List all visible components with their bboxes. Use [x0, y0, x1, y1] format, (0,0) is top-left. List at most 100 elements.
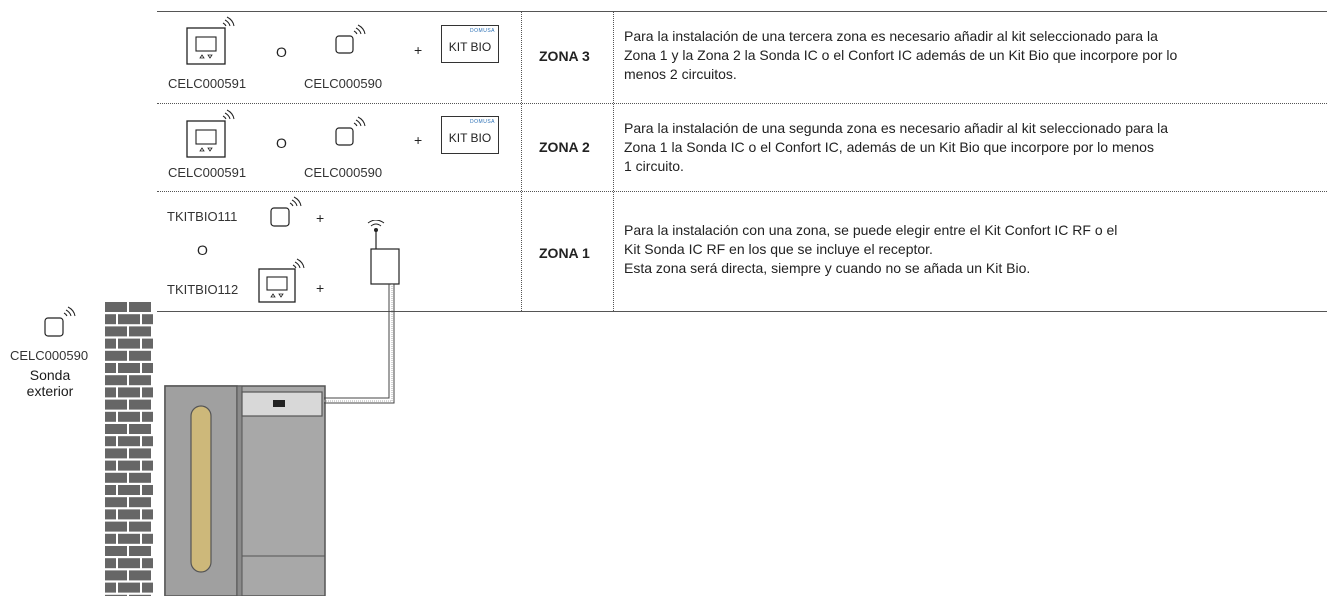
plus-label: + — [414, 42, 423, 58]
brick — [142, 363, 153, 373]
wireless-sensor-icon — [335, 116, 366, 146]
boiler-icon — [164, 385, 326, 596]
brick — [105, 314, 116, 325]
brick — [105, 436, 116, 447]
brick — [105, 546, 127, 556]
brick — [129, 497, 151, 508]
table-top-border — [157, 11, 1327, 12]
brick — [105, 594, 127, 596]
brick — [129, 302, 151, 312]
brick — [118, 387, 140, 398]
brick — [105, 497, 127, 508]
brick — [142, 558, 153, 569]
brick — [105, 424, 127, 434]
brick — [118, 558, 140, 569]
brick — [105, 411, 116, 422]
wireless-sensor-icon — [335, 24, 366, 54]
brick — [142, 314, 153, 325]
zone-label: ZONA 2 — [539, 139, 590, 155]
brick — [105, 460, 116, 471]
brick — [118, 509, 140, 520]
brick — [142, 509, 153, 520]
receiver-wiring — [324, 284, 395, 404]
brick — [129, 424, 151, 434]
brick — [129, 399, 151, 410]
brick — [118, 533, 140, 544]
brick — [105, 350, 127, 361]
product-code: TKITBIO112 — [167, 282, 239, 297]
brick — [105, 570, 127, 581]
wireless-sensor-icon — [44, 306, 76, 337]
zone-description: Para la instalación de una segunda zona … — [624, 120, 1169, 174]
wireless-sensor-icon — [270, 196, 302, 227]
or-label: O — [276, 135, 287, 151]
kit-bio-label: KIT BIO — [448, 40, 492, 54]
zone-label: ZONA 3 — [539, 48, 590, 64]
zone-description: Para la instalación de una tercera zona … — [624, 28, 1178, 82]
plus-label: + — [316, 210, 325, 226]
brick — [118, 436, 140, 447]
brick — [142, 582, 153, 593]
brick — [105, 582, 116, 593]
column-divider-1 — [521, 11, 522, 311]
or-label: O — [197, 242, 208, 258]
brick — [129, 594, 151, 596]
product-code: CELC000591 — [168, 165, 247, 180]
brick — [105, 448, 127, 459]
thermostat-icon — [258, 258, 305, 303]
plus-label: + — [316, 280, 325, 296]
plus-label: + — [414, 132, 423, 148]
kit-bio-brand: DOMUSA — [470, 28, 495, 34]
brick — [142, 387, 153, 398]
brick — [118, 314, 140, 325]
thermostat-icon — [186, 16, 235, 65]
brick — [105, 558, 116, 569]
or-label: O — [276, 44, 287, 60]
kit-bio-box: DOMUSA KIT BIO — [441, 116, 499, 154]
brick — [129, 326, 151, 337]
brick — [105, 533, 116, 544]
brick-wall-icon — [105, 302, 153, 596]
brick — [105, 375, 127, 386]
brick — [105, 485, 116, 495]
brick — [118, 338, 140, 349]
brick — [129, 350, 151, 361]
brick — [142, 485, 153, 495]
brick — [142, 460, 153, 471]
thermostat-icon — [186, 109, 235, 158]
brick — [105, 521, 127, 532]
product-code: TKITBIO111 — [167, 209, 238, 224]
column-divider-2 — [613, 11, 614, 311]
brick — [105, 338, 116, 349]
brick — [105, 472, 127, 483]
brick — [142, 411, 153, 422]
outdoor-sensor-label: Sonda exterior — [26, 367, 74, 399]
brick — [118, 460, 140, 471]
table-bottom-border — [157, 311, 1327, 312]
brick — [105, 509, 116, 520]
brick — [129, 472, 151, 483]
zone-description: Para la instalación con una zona, se pue… — [624, 222, 1118, 276]
brick — [118, 411, 140, 422]
brick — [105, 363, 116, 373]
brick — [118, 485, 140, 495]
kit-bio-label: KIT BIO — [448, 131, 492, 145]
product-code: CELC000590 — [304, 165, 383, 180]
brick — [129, 448, 151, 459]
brick — [129, 375, 151, 386]
product-code: CELC000591 — [168, 76, 247, 91]
row-divider-2-1 — [157, 191, 1327, 192]
brick — [142, 533, 153, 544]
brick — [142, 436, 153, 447]
brick — [129, 546, 151, 556]
brick — [142, 338, 153, 349]
brick — [105, 302, 127, 312]
kit-bio-box: DOMUSA KIT BIO — [441, 25, 499, 63]
row-divider-3-2 — [157, 103, 1327, 104]
outdoor-sensor-code: CELC000590 — [10, 348, 89, 363]
brick — [105, 326, 127, 337]
product-code: CELC000590 — [304, 76, 383, 91]
zone-label: ZONA 1 — [539, 245, 590, 261]
brick — [105, 399, 127, 410]
kit-bio-brand: DOMUSA — [470, 119, 495, 125]
